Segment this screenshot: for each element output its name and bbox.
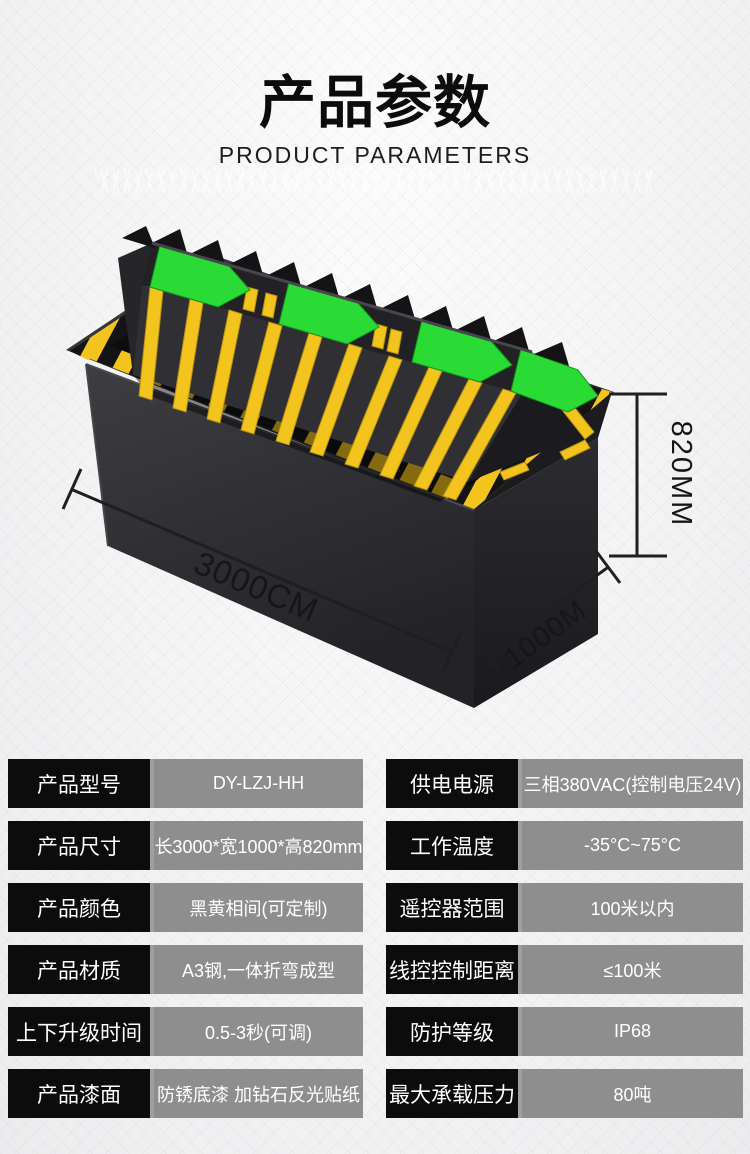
spec-table-right: 供电电源 三相380VAC(控制电压24V) 工作温度 -35°C~75°C 遥… (386, 759, 743, 1131)
spec-value: 100米以内 (518, 883, 743, 932)
spec-value: -35°C~75°C (518, 821, 743, 870)
spec-label: 遥控器范围 (386, 883, 518, 932)
page-subtitle: PRODUCT PARAMETERS (218, 142, 532, 168)
spec-value: 三相380VAC(控制电压24V) (518, 759, 743, 808)
spec-label: 产品材质 (8, 945, 150, 994)
spec-value: IP68 (518, 1007, 743, 1056)
barrier-wedge (118, 226, 599, 502)
dimension-height: 820MM (609, 392, 697, 558)
zigzag-watermark (95, 169, 655, 193)
spec-row-protection: 防护等级 IP68 (386, 1007, 743, 1056)
spec-value: 80吨 (518, 1069, 743, 1118)
spec-label: 防护等级 (386, 1007, 518, 1056)
green-arrows (149, 244, 599, 413)
product-illustration: 820MM 3000CM 1000M (61, 226, 697, 708)
spec-row-wire-distance: 线控控制距离 ≤100米 (386, 945, 743, 994)
spec-table-left: 产品型号 DY-LZJ-HH 产品尺寸 长3000*宽1000*高820mm 产… (8, 759, 363, 1131)
spec-row-max-load: 最大承载压力 80吨 (386, 1069, 743, 1118)
spec-row-material: 产品材质 A3钢,一体折弯成型 (8, 945, 363, 994)
spec-row-size: 产品尺寸 长3000*宽1000*高820mm (8, 821, 363, 870)
height-dimension-label: 820MM (665, 421, 697, 528)
spec-label: 产品漆面 (8, 1069, 150, 1118)
spec-label: 最大承载压力 (386, 1069, 518, 1118)
spec-row-power: 供电电源 三相380VAC(控制电压24V) (386, 759, 743, 808)
spec-value: ≤100米 (518, 945, 743, 994)
page-title: 产品参数 (259, 71, 491, 135)
spec-row-remote-range: 遥控器范围 100米以内 (386, 883, 743, 932)
spec-value: A3钢,一体折弯成型 (150, 945, 363, 994)
spec-label: 工作温度 (386, 821, 518, 870)
spec-label: 供电电源 (386, 759, 518, 808)
spec-value: DY-LZJ-HH (150, 759, 363, 808)
spec-row-paint: 产品漆面 防锈底漆 加钻石反光贴纸 (8, 1069, 363, 1118)
spec-label: 上下升级时间 (8, 1007, 150, 1056)
ridge-teeth (122, 226, 569, 366)
spec-value: 黑黄相间(可定制) (150, 883, 363, 932)
spec-row-model: 产品型号 DY-LZJ-HH (8, 759, 363, 808)
spec-label: 产品尺寸 (8, 821, 150, 870)
spec-row-lift-time: 上下升级时间 0.5-3秒(可调) (8, 1007, 363, 1056)
yellow-stripes (138, 286, 595, 501)
spec-row-color: 产品颜色 黑黄相间(可定制) (8, 883, 363, 932)
spec-value: 0.5-3秒(可调) (150, 1007, 363, 1056)
spec-value: 长3000*宽1000*高820mm (150, 821, 363, 870)
spec-value: 防锈底漆 加钻石反光贴纸 (150, 1069, 363, 1118)
spec-label: 线控控制距离 (386, 945, 518, 994)
spec-row-temperature: 工作温度 -35°C~75°C (386, 821, 743, 870)
spec-label: 产品型号 (8, 759, 150, 808)
spec-label: 产品颜色 (8, 883, 150, 932)
